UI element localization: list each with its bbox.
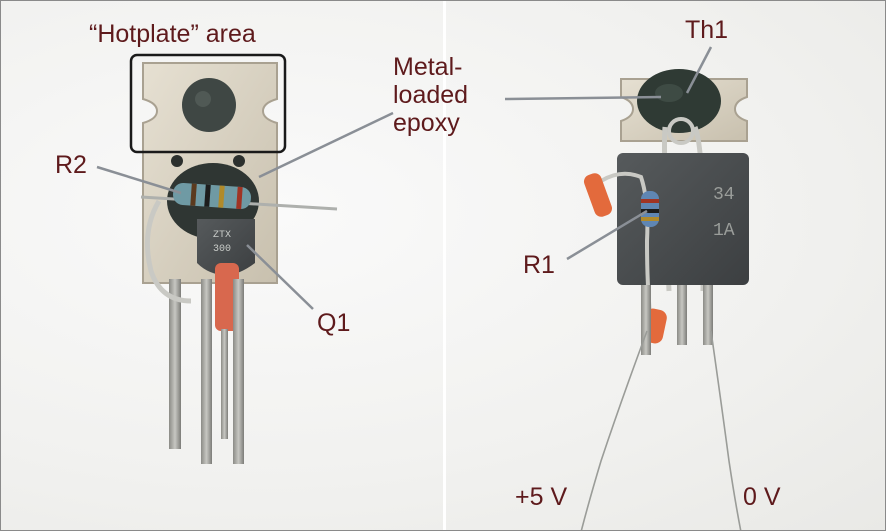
epoxy-right-leader <box>504 95 662 101</box>
svg-text:1A: 1A <box>713 221 735 241</box>
panel-divider <box>443 1 446 530</box>
th1-thermistor <box>637 69 721 133</box>
label-epoxy-line-1: Metal- <box>393 53 463 81</box>
hotplate-disc <box>182 78 236 132</box>
label-metal-loaded-epoxy: Metal- loaded epoxy <box>393 53 503 137</box>
hotplate-box <box>129 53 287 154</box>
label-q1: Q1 <box>317 309 351 337</box>
r1-leader <box>566 209 648 261</box>
q1-body <box>197 219 255 275</box>
svg-text:ZTX: ZTX <box>213 230 231 241</box>
label-th1: Th1 <box>685 16 729 44</box>
right-assembly: 34 1A <box>580 69 749 530</box>
label-epoxy-line-3: epoxy <box>393 109 460 137</box>
r2-leader <box>96 165 182 195</box>
q1-leader <box>246 244 314 310</box>
epoxy-leader <box>258 111 394 179</box>
svg-text:34: 34 <box>713 185 735 205</box>
label-hotplate-area: “Hotplate” area <box>89 20 256 48</box>
left-assembly: ZTX 300 <box>140 62 338 464</box>
svg-text:300: 300 <box>213 244 231 255</box>
right-package <box>617 153 749 285</box>
label-r2: R2 <box>55 151 87 179</box>
label-plus-5v: +5 V <box>515 483 568 511</box>
label-r1: R1 <box>523 251 555 279</box>
th1-leader <box>685 46 713 94</box>
label-epoxy-line-2: loaded <box>393 81 469 109</box>
label-zero-v: 0 V <box>743 483 781 511</box>
